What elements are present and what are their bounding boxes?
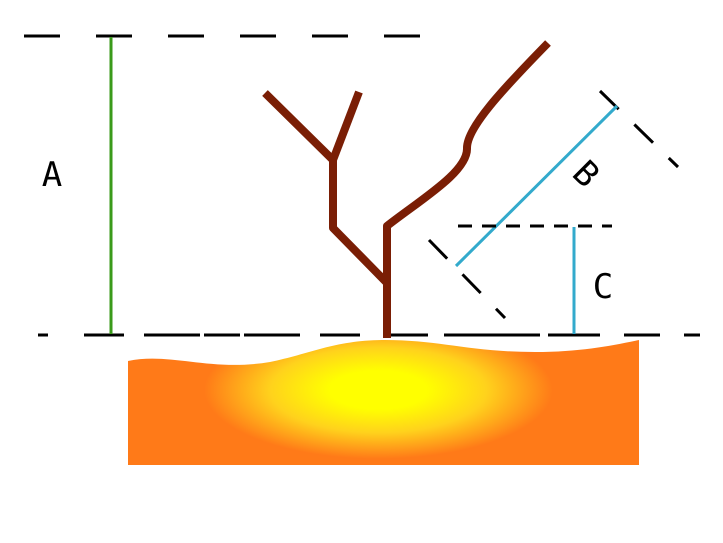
label-c: C xyxy=(593,267,613,307)
b-guide-outer xyxy=(598,89,680,169)
branch-left-fork xyxy=(329,90,363,162)
branch-right xyxy=(383,40,551,283)
label-a: A xyxy=(42,155,62,195)
label-b: B xyxy=(564,153,607,196)
ground-surface xyxy=(128,340,639,465)
branch xyxy=(262,40,551,338)
branch-left xyxy=(262,90,391,338)
measure-b-line xyxy=(454,104,619,268)
b-guide-inner xyxy=(427,238,507,320)
